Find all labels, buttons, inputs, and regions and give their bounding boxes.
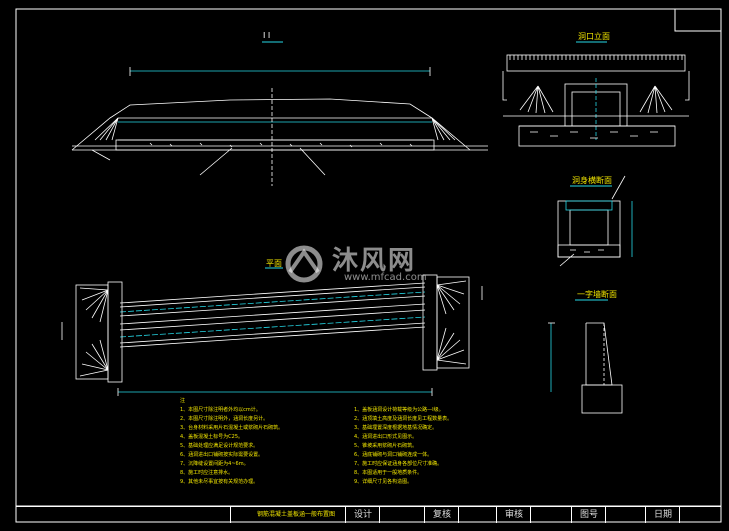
watermark-url: www.mfcad.com	[344, 272, 427, 283]
portal-elevation	[502, 54, 690, 147]
note-line: 1、本图尺寸除注明者外均以cm计。	[180, 407, 261, 413]
note-line: 2、本图尺寸除注明外，涵洞长度另计。	[180, 416, 269, 422]
notes-left: 注 1、本图尺寸除注明者外均以cm计。 2、本图尺寸除注明外，涵洞长度另计。 3…	[180, 397, 283, 487]
section-title-main: Ⅰ Ⅰ	[263, 31, 271, 40]
note-line: 1、盖板涵洞设计荷载等级为公路—Ⅰ级。	[354, 407, 444, 413]
plan-view	[61, 274, 483, 396]
note-line: 7、沉降缝设置间距为4~6m。	[180, 461, 249, 467]
date-label: 日期	[645, 507, 680, 523]
section-title-barrel: 洞身横断面	[572, 176, 612, 185]
note-line: 7、施工时应保证涵身各部位尺寸准确。	[354, 461, 443, 467]
note-line: 注	[180, 398, 186, 404]
section-title-portal: 洞口立面	[578, 32, 610, 41]
note-line: 9、其他未尽事宜按有关规范办理。	[180, 479, 259, 485]
note-line: 4、涵洞进出口形式见图示。	[354, 434, 418, 440]
note-line: 4、盖板混凝土标号为C25。	[180, 434, 244, 440]
check-label: 审核	[496, 507, 531, 523]
note-line: 5、基础处理应满足设计规范要求。	[180, 443, 259, 449]
note-line: 6、涵洞进出口铺砌按实际需要设置。	[180, 452, 264, 458]
watermark: 沐风网 www.mfcad.com	[282, 240, 452, 290]
note-line: 3、基础埋置深度根据地基情况确定。	[354, 425, 438, 431]
section-longitudinal	[71, 67, 488, 186]
note-line: 8、施工时应注意排水。	[180, 470, 234, 476]
review-value	[458, 507, 497, 523]
drawing-no-value	[605, 507, 646, 523]
note-line: 3、台身材料采用片石混凝土或浆砌片石砌筑。	[180, 425, 284, 431]
note-line: 5、锥坡采用浆砌片石砌筑。	[354, 443, 418, 449]
design-label: 设计	[345, 507, 380, 523]
design-value	[379, 507, 425, 523]
watermark-logo-icon	[285, 245, 323, 283]
barrel-cross-section	[557, 175, 633, 267]
section-title-plan: 平面	[266, 259, 282, 268]
headwall-section	[548, 322, 623, 414]
note-line: 9、详细尺寸见各构造图。	[354, 479, 413, 485]
drawing-title: 钢筋混凝土盖板涵一般布置图	[230, 507, 361, 523]
title-block: 钢筋混凝土盖板涵一般布置图 设计 复核 审核 图号 日期	[16, 506, 721, 523]
date-value	[679, 507, 722, 523]
note-line: 8、本图适用于一般地质条件。	[354, 470, 423, 476]
drawing-no-label: 图号	[571, 507, 606, 523]
review-label: 复核	[424, 507, 459, 523]
note-line: 6、涵底铺砌与洞口铺砌连成一体。	[354, 452, 433, 458]
check-value	[530, 507, 572, 523]
note-line: 2、涵顶填土高度及涵洞长度见工程数量表。	[354, 416, 453, 422]
section-title-headwall: 一字墙断面	[577, 290, 617, 299]
watermark-name: 沐风网	[332, 246, 417, 276]
notes-right: 1、盖板涵洞设计荷载等级为公路—Ⅰ级。 2、涵顶填土高度及涵洞长度见工程数量表。…	[354, 406, 452, 487]
